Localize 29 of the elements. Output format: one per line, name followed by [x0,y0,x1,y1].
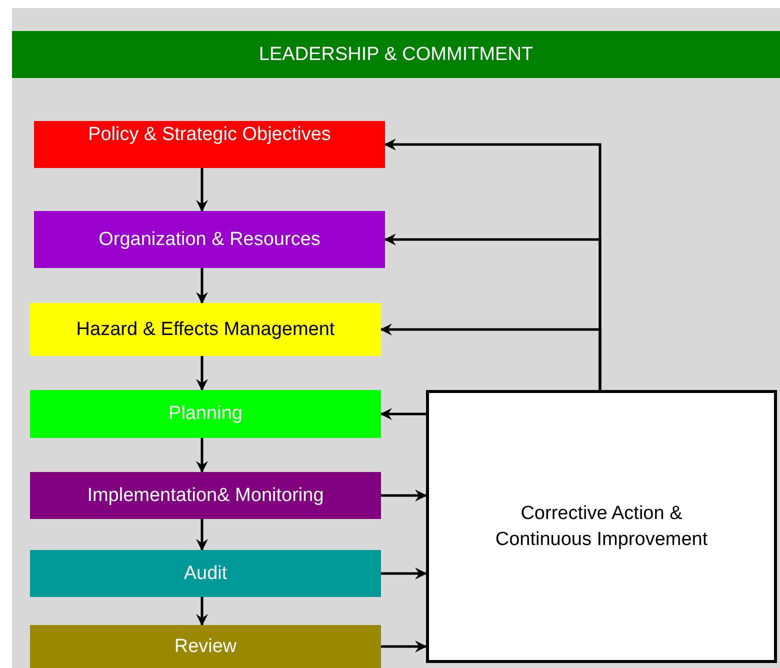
arrow [196,597,208,626]
process-box [30,550,381,597]
arrow [380,324,602,390]
box-label: Corrective Action & Continuous Improvement [494,502,709,552]
arrow [381,490,427,502]
feedback-box [426,390,777,663]
box-label: Policy & Strategic Objectives [88,123,331,147]
box-label: Audit [184,562,228,586]
arrow [196,438,208,473]
heading-text: LEADERSHIP & COMMITMENT [258,42,534,66]
arrow [381,568,427,580]
arrow [381,640,427,652]
box-label: Implementation& Monitoring [87,484,324,508]
arrow [196,519,208,551]
process-box [30,303,381,356]
process-box [30,625,381,668]
box-label: Hazard & Effects Management [76,318,335,342]
arrow [196,356,208,391]
arrow [380,408,426,420]
process-box [30,472,381,519]
header-band [12,31,780,78]
box-label: Organization & Resources [98,228,320,252]
arrow [196,168,208,212]
arrow [196,268,208,304]
process-box [30,390,381,438]
box-label: Review [174,634,237,658]
process-box [34,211,385,268]
box-label: Planning [168,402,242,426]
process-box [34,121,385,168]
